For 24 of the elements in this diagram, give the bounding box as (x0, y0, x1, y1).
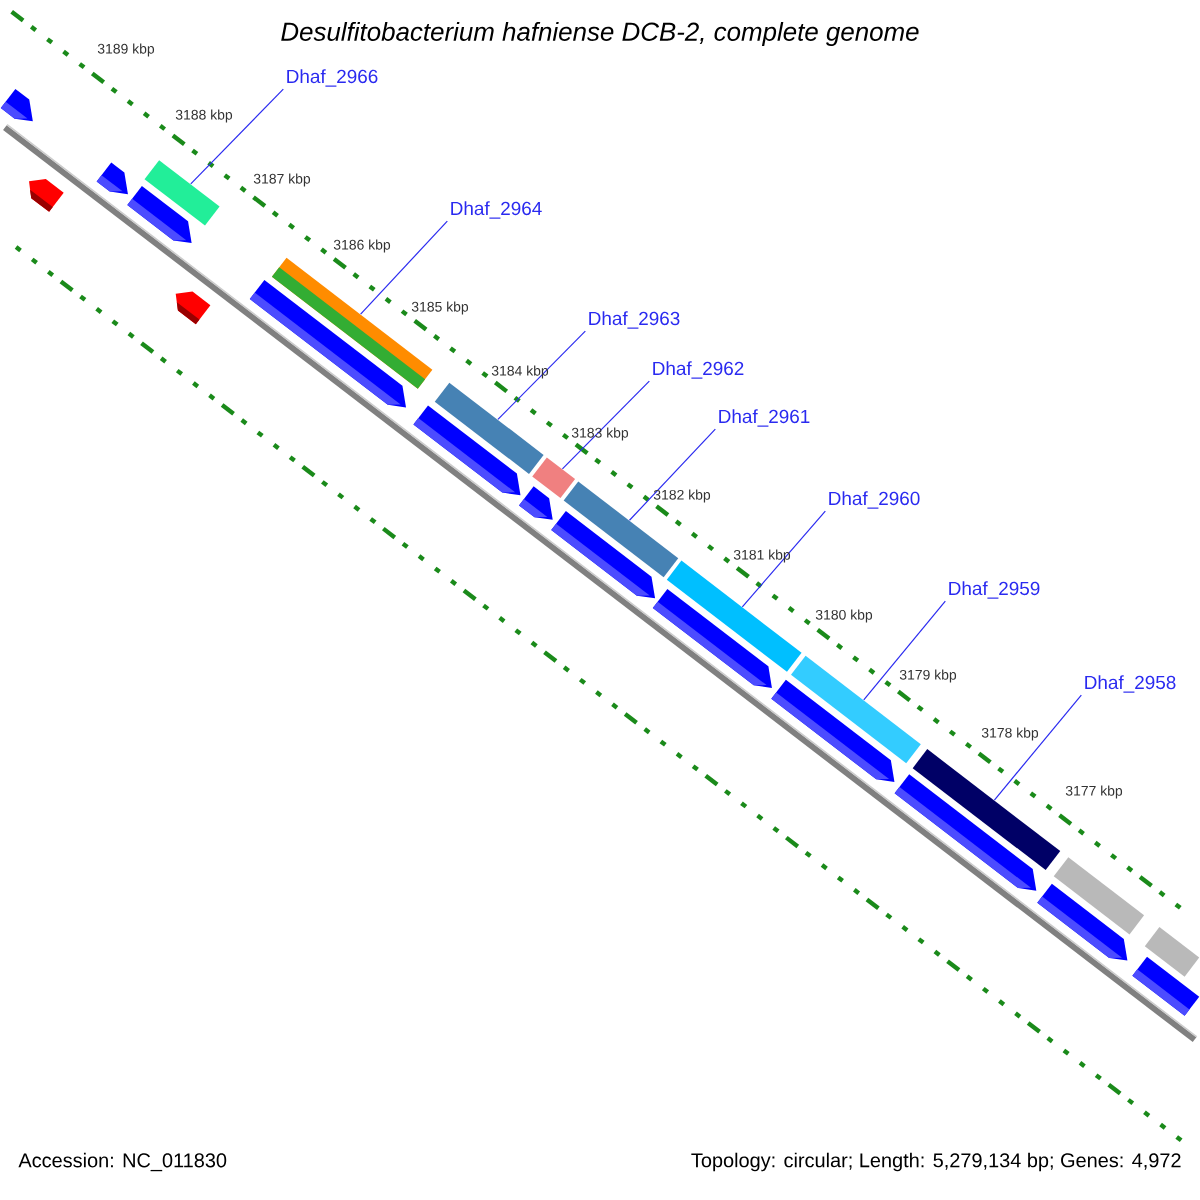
leader-line (863, 600, 946, 701)
leader-line (628, 428, 716, 521)
leader-line (360, 220, 448, 315)
footer-text: Accession: NC_011830 (18, 1152, 227, 1172)
gene-label: Dhaf_2958 (1085, 675, 1176, 693)
gene-bar (144, 160, 220, 226)
leader-line (993, 694, 1082, 801)
footer-text: Topology: circular; Length: 5,279,134 bp; Genes: 4,972 (691, 1152, 1181, 1172)
gene-bar (912, 749, 1061, 871)
gene-label: Dhaf_2961 (719, 409, 810, 427)
gene-label: Dhaf_2960 (829, 491, 920, 509)
gene-label: Dhaf_2966 (287, 69, 378, 87)
leader-line (561, 380, 650, 470)
gene-label: Dhaf_2963 (589, 311, 680, 329)
gene-label: Dhaf_2959 (949, 581, 1040, 599)
leader-line (741, 510, 826, 608)
gene-bar (434, 382, 544, 474)
gene-label: Dhaf_2964 (451, 201, 542, 219)
gene-bar (666, 560, 802, 672)
leader-line (497, 330, 586, 421)
title: Desulfitobacterium hafniense DCB-2, complete genome (281, 21, 919, 47)
gene-bar (532, 457, 576, 499)
leader-line (190, 88, 284, 185)
gene-label: Dhaf_2962 (653, 361, 744, 379)
